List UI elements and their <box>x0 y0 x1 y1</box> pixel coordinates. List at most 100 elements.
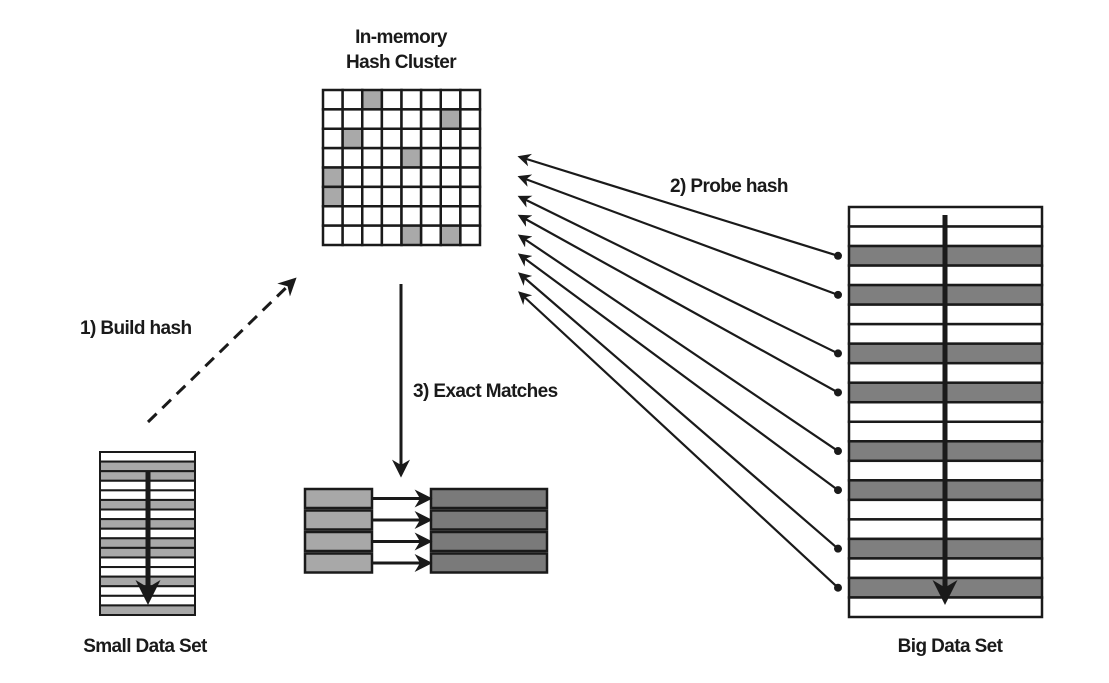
probe-arrow <box>517 234 839 452</box>
match-right-row <box>429 530 549 553</box>
hash-cell-empty <box>419 224 442 247</box>
small-data-set <box>99 451 196 616</box>
match-right-row <box>429 509 549 531</box>
hash-cell-empty <box>439 146 462 169</box>
hash-cell-empty <box>380 108 403 130</box>
hash-cell-empty <box>380 127 403 150</box>
hash-cell-filled <box>321 185 344 208</box>
hash-cell-filled <box>400 224 423 247</box>
hash-cell-empty <box>400 127 423 150</box>
hash-cell-empty <box>361 127 384 150</box>
build-hash-label: 1) Build hash <box>80 318 192 339</box>
hash-cell-empty <box>380 88 403 111</box>
hash-cell-empty <box>321 205 344 227</box>
hash-cell-empty <box>361 224 384 247</box>
hash-cell-filled <box>439 224 462 247</box>
hash-cell-empty <box>419 127 442 150</box>
small-set-row <box>99 604 196 616</box>
exact-matches-label: 3) Exact Matches <box>413 381 558 402</box>
probe-origin-dot <box>834 290 842 299</box>
probe-arrow <box>517 214 839 394</box>
hash-cell-empty <box>419 88 442 111</box>
hash-cell-empty <box>459 166 482 189</box>
hash-cell-empty <box>361 166 384 189</box>
hash-cell-empty <box>439 185 462 208</box>
hash-cell-empty <box>419 146 442 169</box>
probe-arrows <box>517 153 842 592</box>
hash-cell-filled <box>439 108 462 130</box>
hash-cell-empty <box>321 88 344 111</box>
hash-cell-empty <box>341 108 364 130</box>
hash-cell-empty <box>459 127 482 150</box>
hash-cell-empty <box>419 185 442 208</box>
probe-origin-dot <box>834 251 842 260</box>
probe-arrow <box>518 272 839 550</box>
probe-origin-dot <box>834 349 842 358</box>
hash-cluster-title-line1: In-memory <box>355 27 448 48</box>
hash-cell-empty <box>341 224 364 247</box>
hash-cell-empty <box>361 146 384 169</box>
match-left-row <box>303 487 374 510</box>
hash-cluster-grid <box>321 88 482 247</box>
hash-cell-empty <box>380 224 403 247</box>
hash-cell-empty <box>419 205 442 227</box>
hash-cell-empty <box>439 166 462 189</box>
hash-cell-empty <box>321 127 344 150</box>
hash-cell-empty <box>459 146 482 169</box>
probe-arrow <box>517 153 839 257</box>
match-right-row <box>429 552 549 574</box>
hash-cell-empty <box>361 185 384 208</box>
probe-arrow <box>517 174 839 296</box>
probe-arrow <box>518 291 839 589</box>
probe-origin-dot <box>834 388 842 397</box>
build-hash-arrow <box>146 277 297 424</box>
hash-cell-filled <box>361 88 384 111</box>
hash-cell-empty <box>400 205 423 227</box>
small-set-row <box>99 460 196 473</box>
match-left-row <box>303 552 374 574</box>
hash-cell-empty <box>341 146 364 169</box>
hash-cell-empty <box>341 185 364 208</box>
probe-origin-dot <box>834 583 842 592</box>
hash-cell-empty <box>459 224 482 247</box>
hash-cell-empty <box>380 146 403 169</box>
hash-cell-empty <box>341 205 364 227</box>
hash-cell-empty <box>419 108 442 130</box>
hash-cell-empty <box>419 166 442 189</box>
hash-cell-empty <box>341 88 364 111</box>
hash-cell-empty <box>400 88 423 111</box>
hash-cell-empty <box>459 108 482 130</box>
probe-arrow <box>517 195 839 355</box>
hash-cell-empty <box>400 166 423 189</box>
hash-cell-empty <box>400 108 423 130</box>
hash-cell-filled <box>321 166 344 189</box>
probe-hash-label: 2) Probe hash <box>670 176 788 197</box>
probe-origin-dot <box>834 447 842 456</box>
hash-cell-empty <box>380 205 403 227</box>
match-left-row <box>303 530 374 553</box>
hash-cell-empty <box>380 185 403 208</box>
hash-cluster-title-line2: Hash Cluster <box>346 52 457 73</box>
probe-arrow <box>517 253 839 491</box>
big-data-set <box>847 205 1044 619</box>
hash-cell-empty <box>361 205 384 227</box>
hash-cell-empty <box>400 185 423 208</box>
match-left-row <box>303 509 374 531</box>
hash-cell-filled <box>400 146 423 169</box>
hash-cell-empty <box>439 127 462 150</box>
hash-cell-empty <box>459 205 482 227</box>
hash-cell-empty <box>439 88 462 111</box>
hash-cell-empty <box>361 108 384 130</box>
hash-cell-empty <box>321 146 344 169</box>
hash-cell-empty <box>321 224 344 247</box>
probe-origin-dot <box>834 486 842 495</box>
big-data-set-label: Big Data Set <box>898 636 1004 657</box>
big-set-row <box>847 596 1044 619</box>
probe-origin-dot <box>834 544 842 553</box>
hash-cell-empty <box>439 205 462 227</box>
hash-cell-empty <box>459 88 482 111</box>
hash-cell-empty <box>380 166 403 189</box>
small-set-row <box>99 451 196 463</box>
match-right-row <box>429 487 549 510</box>
